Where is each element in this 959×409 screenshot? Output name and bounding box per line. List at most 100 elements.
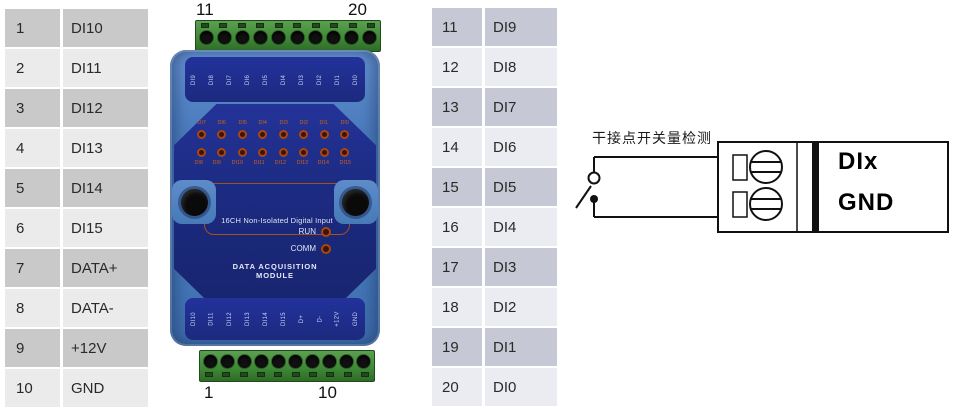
- pin-marker-top-right: 20: [348, 0, 367, 19]
- wire-hole: [323, 355, 336, 368]
- pin-marker-top-left: 11: [196, 0, 214, 19]
- pin-label: DI2: [485, 288, 557, 326]
- pin-label: DI1: [485, 328, 557, 366]
- channel-led: [237, 148, 247, 157]
- mounting-screw-right: [342, 189, 369, 216]
- run-label: RUN: [298, 227, 316, 236]
- pin-marker-bottom-right: 10: [318, 383, 337, 402]
- terminal-screw-upper: [749, 150, 783, 184]
- screw-slot: [343, 372, 352, 377]
- pin-label: DATA+: [63, 249, 148, 287]
- screw-slot: [330, 23, 339, 28]
- screw-slot: [291, 372, 300, 377]
- channel-led: [258, 148, 268, 157]
- run-led: [321, 227, 331, 237]
- terminal-screw-slots: [200, 371, 374, 377]
- screw-slot: [219, 23, 228, 28]
- screw-slot: [237, 23, 246, 28]
- pin-label: DI3: [485, 248, 557, 286]
- pin-label: DI6: [485, 128, 557, 166]
- channel-led: [339, 130, 349, 139]
- wire-hole: [218, 31, 232, 44]
- wire-hole: [272, 31, 286, 44]
- channel-led: [197, 130, 206, 139]
- channel-led: [278, 130, 288, 139]
- channel-led: [258, 130, 268, 139]
- channel-led: [319, 130, 329, 139]
- pin-number: 6: [5, 209, 60, 247]
- pin-label: DI0: [485, 368, 557, 406]
- wire-hole: [340, 355, 353, 368]
- pin-marker-bottom-left: 1: [204, 383, 214, 402]
- pin-number: 12: [432, 48, 482, 86]
- wire-hole: [289, 355, 302, 368]
- terminal-block-bottom: [199, 350, 375, 382]
- model-name-label: 16CH Non-Isolated Digital Input: [221, 216, 333, 225]
- comm-label: COMM: [290, 244, 316, 253]
- wire-hole: [254, 31, 268, 44]
- module-footer-text: DATA ACQUISITION MODULE: [232, 262, 318, 280]
- pin-label: DI12: [63, 89, 148, 127]
- screw-slot: [274, 23, 283, 28]
- pin-number: 18: [432, 288, 482, 326]
- terminal-screw-lower: [749, 187, 783, 221]
- switch-contact-closed: [590, 195, 598, 203]
- pin-silkscreen: +12V: [334, 311, 341, 327]
- switch-lever: [575, 185, 592, 209]
- pin-number: 5: [5, 169, 60, 207]
- channel-led: [197, 148, 206, 157]
- wire-hole: [306, 355, 319, 368]
- pin-label: DI13: [63, 129, 148, 167]
- screw-slot: [256, 23, 265, 28]
- dix-terminal-label: DIx: [838, 148, 879, 175]
- pin-number: 11: [432, 8, 482, 46]
- pin-silkscreen: DI13: [245, 312, 251, 326]
- channel-led: [237, 130, 247, 139]
- channel-led: [278, 148, 288, 157]
- mounting-screw-left: [181, 189, 208, 216]
- channel-led: [217, 130, 227, 139]
- wire-hole: [357, 355, 370, 368]
- screw-slot: [308, 372, 317, 377]
- wiring-title: 干接点开关量检测: [592, 130, 712, 146]
- pin-silkscreen: GND: [352, 311, 359, 327]
- wire-hole: [221, 355, 234, 368]
- pin-label: DI8: [485, 48, 557, 86]
- pin-number: 17: [432, 248, 482, 286]
- pin-silkscreen: DI6: [245, 74, 251, 85]
- screw-slot: [256, 372, 265, 377]
- pin-number: 9: [5, 329, 60, 367]
- top-pin-band: DI9 DI8 DI7 DI6 DI5 DI4 DI3 DI2 DI1 DI0: [185, 57, 365, 102]
- channel-led: [299, 148, 309, 157]
- screw-slot: [366, 23, 375, 28]
- screw-slot: [239, 372, 248, 377]
- pin-label: DATA-: [63, 289, 148, 327]
- pin-label: DI11: [63, 49, 148, 87]
- pin-silkscreen: DI3: [299, 74, 305, 85]
- screw-slot: [360, 372, 369, 377]
- pin-label: DI15: [63, 209, 148, 247]
- pin-number: 20: [432, 368, 482, 406]
- pin-silkscreen: DI14: [263, 312, 269, 326]
- wire-hole: [290, 31, 304, 44]
- wire-hole: [255, 355, 268, 368]
- pin-label: DI7: [485, 88, 557, 126]
- pin-silkscreen: DI11: [209, 312, 215, 326]
- screw-slot: [222, 372, 231, 377]
- wire-hole: [308, 31, 322, 44]
- channel-led: [299, 130, 309, 139]
